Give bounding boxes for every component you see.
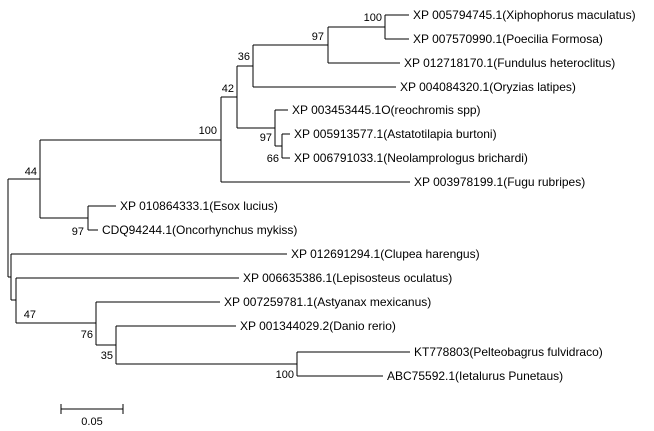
taxon-label: CDQ94244.1(Oncorhynchus mykiss) [102, 223, 297, 237]
taxon-label: XP 007259781.1(Astyanax mexicanus) [224, 295, 431, 309]
taxon-label: XP 005794745.1(Xiphophorus maculatus) [413, 8, 636, 22]
taxon-label: XP 005913577.1(Astatotilapia burtoni) [294, 127, 497, 141]
support-values: 100 97 36 42 97 66 100 44 97 47 76 35 10… [24, 12, 382, 381]
tree-branches [7, 14, 410, 377]
support-value: 35 [101, 350, 113, 362]
support-value: 66 [267, 153, 279, 165]
taxon-label: XP 003978199.1(Fugu rubripes) [414, 175, 585, 189]
support-value: 76 [81, 329, 93, 341]
taxon-label: XP 012691294.1(Clupea harengus) [291, 247, 480, 261]
taxon-label: XP 003453445.1O(reochromis spp) [292, 103, 481, 117]
scale-bar: 0.05 [60, 404, 124, 428]
support-value: 100 [364, 12, 382, 24]
taxon-label: XP 006635386.1(Lepisosteus oculatus) [243, 271, 452, 285]
support-value: 97 [72, 226, 84, 238]
support-value: 100 [199, 125, 217, 137]
taxon-label: ABC75592.1(Ietalurus Punetaus) [387, 369, 563, 383]
support-value: 36 [238, 51, 250, 63]
support-value: 97 [260, 132, 272, 144]
taxon-labels: XP 005794745.1(Xiphophorus maculatus) XP… [102, 8, 636, 383]
taxon-label: XP 010864333.1(Esox lucius) [120, 199, 278, 213]
taxon-label: XP 004084320.1(Oryzias latipes) [400, 80, 576, 94]
taxon-label: XP 012718170.1(Fundulus heteroclitus) [404, 56, 615, 70]
scale-bar-label: 0.05 [81, 416, 102, 428]
taxon-label: XP 007570990.1(Poecilia Formosa) [413, 32, 603, 46]
taxon-label: XP 001344029.2(Danio rerio) [240, 319, 396, 333]
support-value: 100 [276, 369, 294, 381]
support-value: 97 [312, 31, 324, 43]
support-value: 47 [24, 309, 36, 321]
support-value: 44 [25, 166, 37, 178]
support-value: 42 [222, 83, 234, 95]
taxon-label: KT778803(Pelteobagrus fulvidraco) [414, 345, 603, 359]
taxon-label: XP 006791033.1(Neolamprologus brichardi) [294, 151, 528, 165]
